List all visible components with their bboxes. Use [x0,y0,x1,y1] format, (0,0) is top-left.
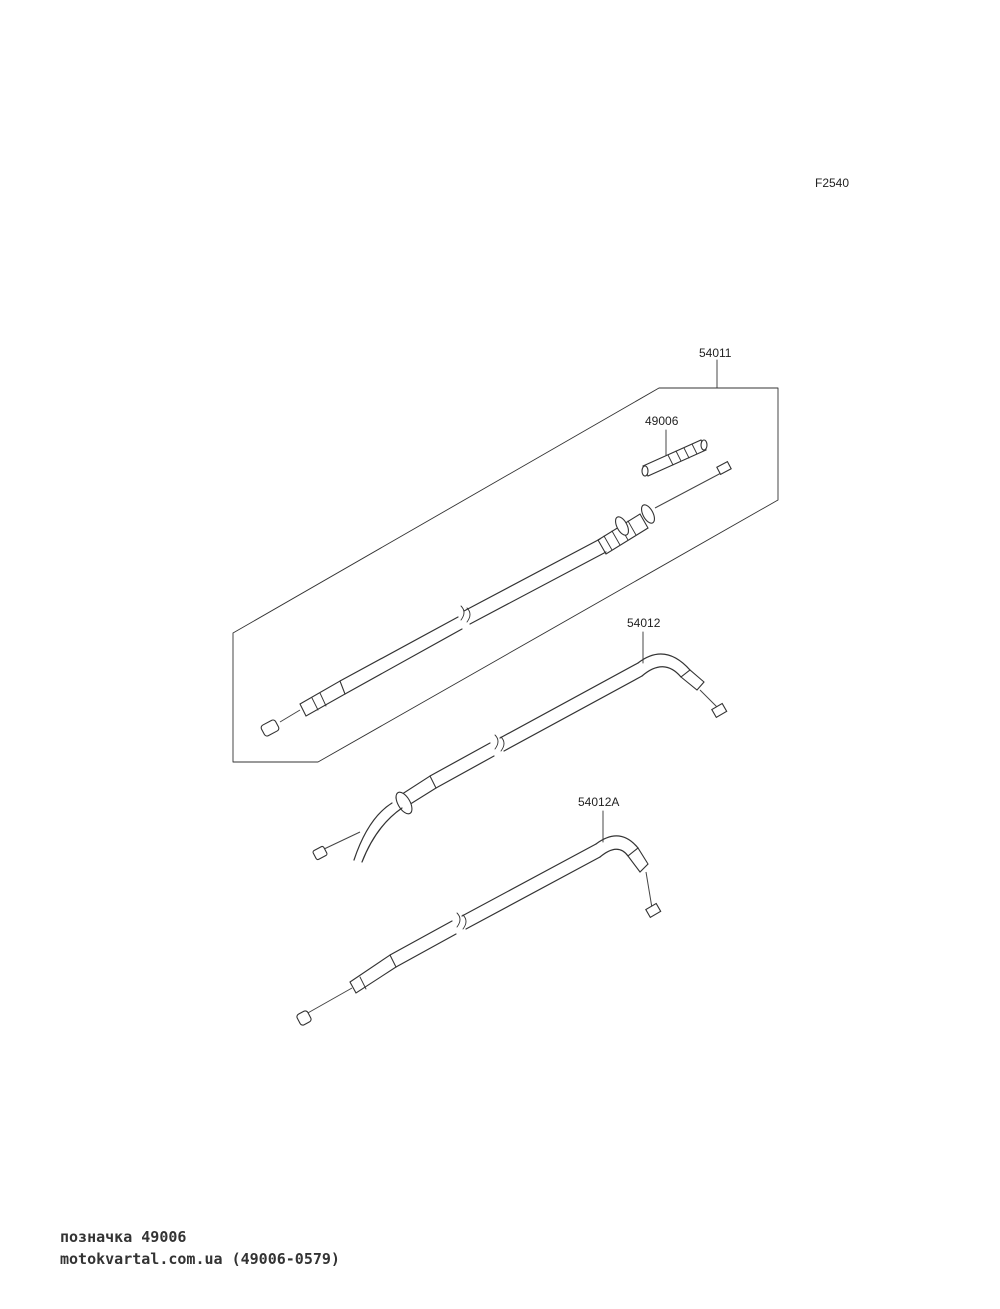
label-54011[interactable]: 54011 [699,346,732,360]
label-49006[interactable]: 49006 [645,414,679,428]
cable-54011[interactable] [260,460,732,737]
figure-code: F2540 [815,176,849,190]
adjuster-cover-49006[interactable]: 49006 [641,414,708,477]
boot-end [700,439,708,451]
footer-caption: позначка 49006 [60,1228,187,1246]
group-box [232,387,779,763]
cable-54012[interactable]: 54012 [312,616,728,863]
label-54012a[interactable]: 54012A [578,795,619,809]
label-54012[interactable]: 54012 [627,616,661,630]
boot-body [642,439,707,477]
cable-assembly-group: 54011 [232,346,779,763]
cable-54012a[interactable]: 54012A [296,795,662,1026]
footer-site-link[interactable]: motokvartal.com.ua (49006-0579) [60,1250,340,1268]
